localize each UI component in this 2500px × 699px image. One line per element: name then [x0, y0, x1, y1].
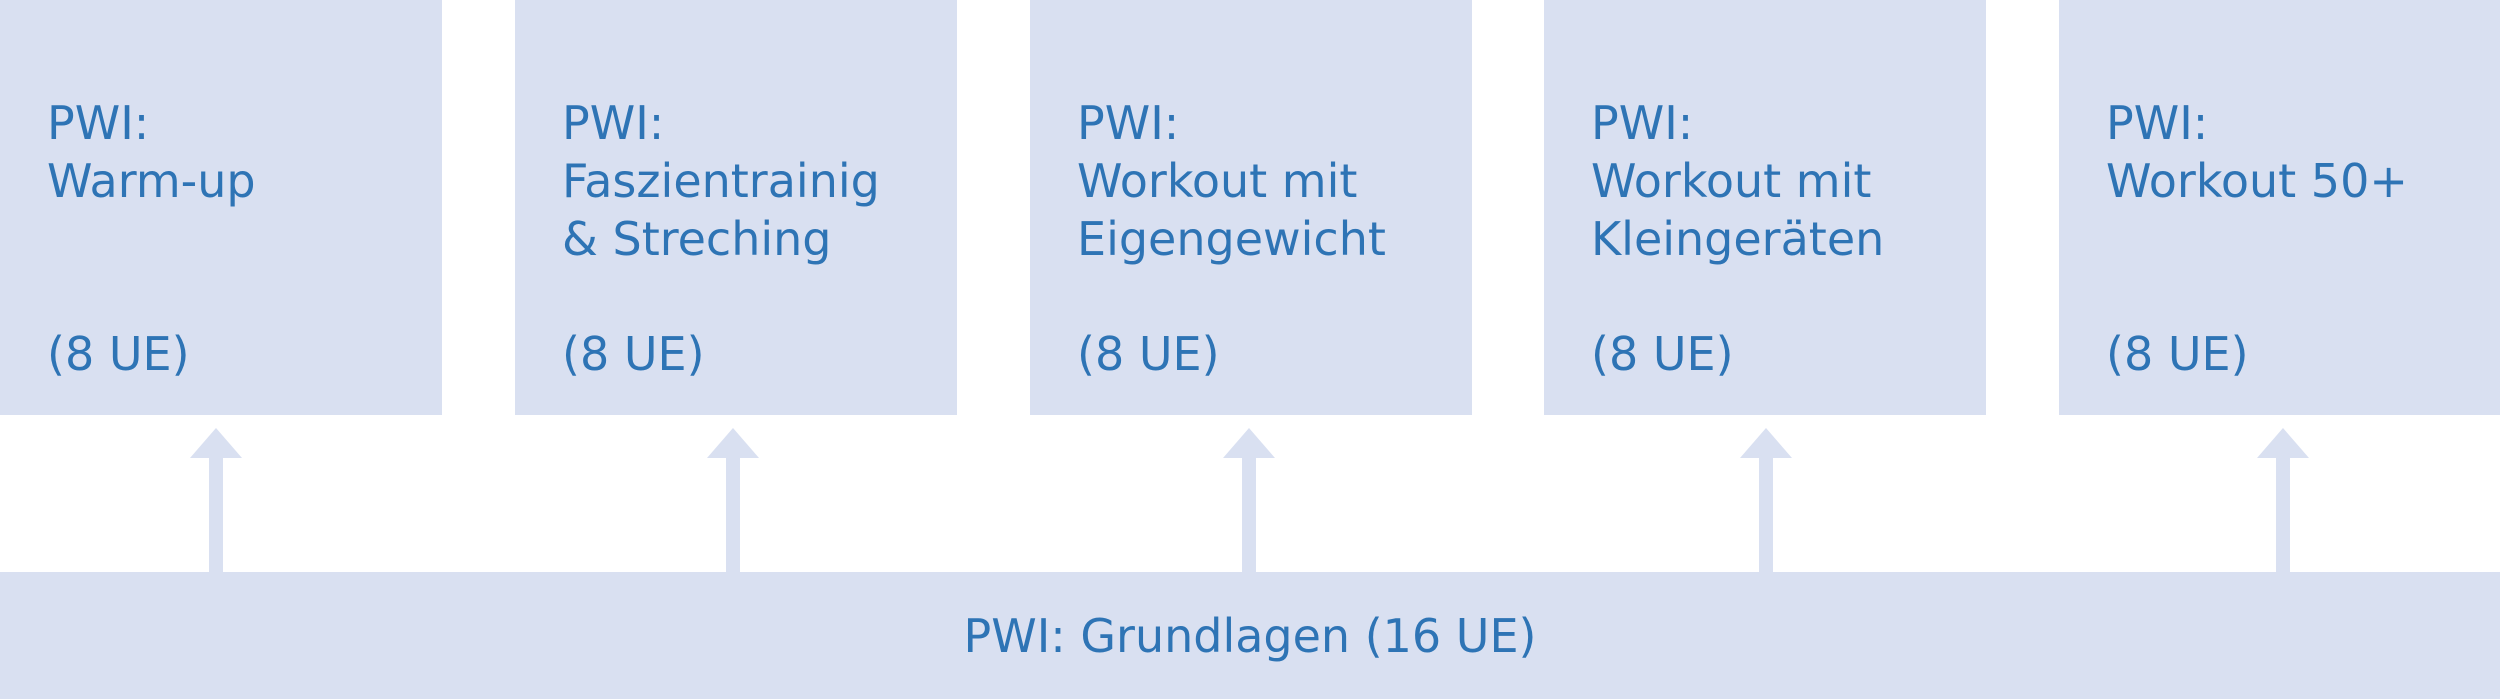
module-title-line: PWI:: [562, 96, 665, 150]
module-title: PWI: Workout mit Kleingeräten: [1591, 94, 1978, 268]
module-units: (8 UE): [562, 327, 705, 381]
module-box-faszientraining: PWI: Faszientrainig & Streching (8 UE): [515, 0, 957, 415]
module-units: (8 UE): [2106, 327, 2249, 381]
module-box-kleingeraeten: PWI: Workout mit Kleingeräten (8 UE): [1544, 0, 1986, 415]
module-box-workout-50-plus: PWI: Workout 50+ (8 UE): [2059, 0, 2500, 415]
up-arrow-icon: [1740, 428, 1792, 572]
module-box-eigengewicht: PWI: Workout mit Eigengewicht (8 UE): [1030, 0, 1472, 415]
module-units: (8 UE): [47, 327, 190, 381]
foundation-box: PWI: Grundlagen (16 UE): [0, 572, 2500, 699]
module-title-line: Eigengewicht: [1077, 212, 1386, 266]
module-box-warm-up: PWI: Warm-up (8 UE): [0, 0, 442, 415]
module-title: PWI: Workout mit Eigengewicht: [1077, 94, 1464, 268]
foundation-label: PWI: Grundlagen (16 UE): [963, 608, 1537, 663]
up-arrow-icon: [2257, 428, 2309, 572]
module-units: (8 UE): [1077, 327, 1220, 381]
module-title-line: Workout mit: [1591, 154, 1872, 208]
module-title-line: Kleingeräten: [1591, 212, 1885, 266]
up-arrow-icon: [1223, 428, 1275, 572]
module-units: (8 UE): [1591, 327, 1734, 381]
module-title: PWI: Warm-up: [47, 94, 434, 210]
module-title-line: PWI:: [47, 96, 150, 150]
module-title: PWI: Workout 50+: [2106, 94, 2493, 210]
module-title-line: & Streching: [562, 212, 832, 266]
module-title-line: Faszientrainig: [562, 154, 880, 208]
module-title-line: PWI:: [1077, 96, 1180, 150]
module-title-line: PWI:: [2106, 96, 2209, 150]
module-title-line: PWI:: [1591, 96, 1694, 150]
module-title-line: Workout mit: [1077, 154, 1358, 208]
module-title-line: Workout 50+: [2106, 154, 2408, 208]
module-title: PWI: Faszientrainig & Streching: [562, 94, 949, 268]
module-title-line: Warm-up: [47, 154, 256, 208]
up-arrow-icon: [190, 428, 242, 572]
up-arrow-icon: [707, 428, 759, 572]
